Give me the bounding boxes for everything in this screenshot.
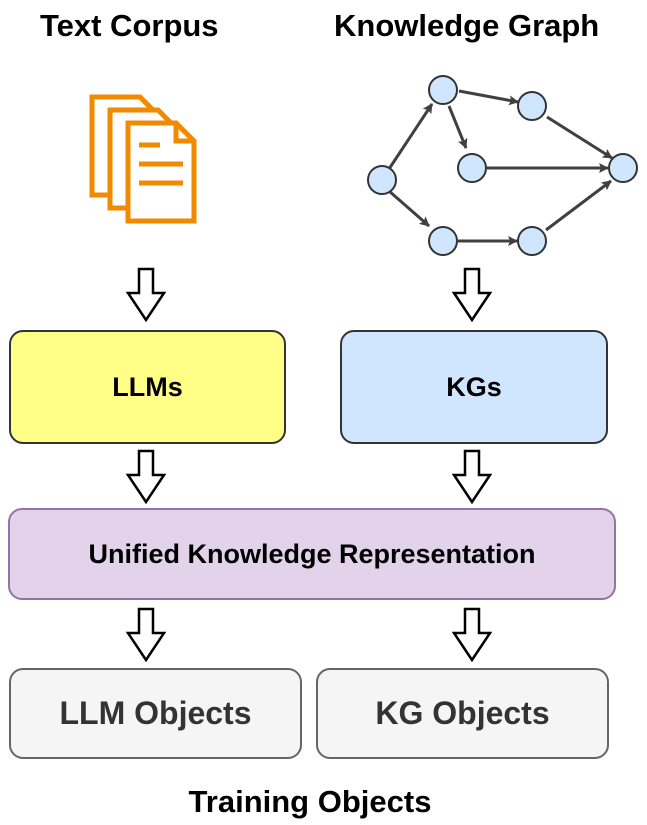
training-objects-heading: Training Objects [188,784,432,819]
hollow-down-arrow-icon [451,449,493,505]
hollow-down-arrow-icon [451,607,493,663]
llms-label: LLMs [112,371,183,402]
kg-objects-box: KG Objects [316,668,609,759]
kgs-label: KGs [446,371,502,402]
hollow-down-arrow-icon [125,267,167,323]
hollow-down-arrow-icon [451,267,493,323]
llm-objects-label: LLM Objects [59,695,252,731]
knowledge-graph-heading: Knowledge Graph [334,8,600,43]
hollow-down-arrow-icon [125,449,167,505]
kg-objects-label: KG Objects [375,695,550,731]
llm-objects-box: LLM Objects [9,668,302,759]
llms-box: LLMs [9,330,286,444]
hollow-down-arrow-icon [125,607,167,663]
unified-knowledge-representation-box: Unified Knowledge Representation [8,508,616,600]
unified-label: Unified Knowledge Representation [88,538,536,569]
text-corpus-heading: Text Corpus [40,8,219,43]
kgs-box: KGs [340,330,608,444]
